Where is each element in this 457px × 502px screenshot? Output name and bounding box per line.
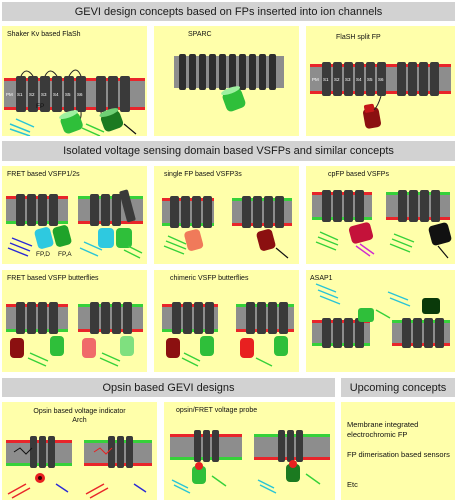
fp-acceptor-label: FP,A <box>58 251 72 258</box>
arch-diagram <box>6 436 152 499</box>
fp-label: FP <box>36 103 45 110</box>
sparc-diagram <box>174 54 284 112</box>
svg-text:S5: S5 <box>65 92 71 97</box>
panel-title: FlaSH split FP <box>336 34 381 41</box>
pm-label: PM <box>6 92 13 97</box>
upcoming-item: FP dimerisation based sensors <box>347 450 450 459</box>
emission-arrows <box>81 123 105 136</box>
svg-text:S6: S6 <box>378 77 384 82</box>
fp-barrel <box>221 86 246 112</box>
vsfp3-diagram <box>162 196 292 259</box>
section-banner-opsin: Opsin based GEVI designs <box>2 378 335 397</box>
panel-title: FRET based VSFP butterflies <box>7 275 99 282</box>
svg-text:PM: PM <box>312 77 319 82</box>
butterflies-diagram <box>6 302 143 367</box>
svg-text:S3: S3 <box>41 92 47 97</box>
upcoming-item: Etc <box>347 480 358 489</box>
panel-arch: Opsin based voltage indicator Arch <box>2 402 157 500</box>
svg-text:S4: S4 <box>356 77 362 82</box>
panel-title-line1: Opsin based voltage indicator <box>33 408 126 415</box>
panel-flash: Shaker Kv based FlaSh PM S1 S2 S3 S4 S5 S6 <box>2 26 147 136</box>
panel-title: chimeric VSFP butterflies <box>170 275 249 282</box>
opsin-fret-diagram <box>170 430 330 494</box>
panel-opsin-fret: opsin/FRET voltage probe <box>164 402 335 500</box>
panel-upcoming: Membrane integrated electrochromic FP FP… <box>341 402 455 500</box>
panel-title-line2: Arch <box>72 417 87 424</box>
split-fp-barrel <box>363 103 381 129</box>
fp-donor-label: FP,D <box>36 251 50 258</box>
svg-text:S3: S3 <box>345 77 351 82</box>
svg-text:S1: S1 <box>323 77 329 82</box>
helix-group <box>322 62 439 96</box>
helix-group <box>179 54 276 90</box>
flash-split-diagram: PM S1 S2 S3 S4 S5 S6 <box>310 62 451 129</box>
panel-vsfp12: FRET based VSFP1/2s FP,D FP,A <box>2 166 147 264</box>
fp-barrel-dark <box>99 108 124 132</box>
panel-title: ASAP1 <box>310 275 333 282</box>
segment-labels: PM S1 S2 S3 S4 S5 S6 <box>6 92 83 97</box>
panel-title: FRET based VSFP1/2s <box>7 171 80 178</box>
upcoming-item: Membrane integrated electrochromic FP <box>347 420 419 439</box>
panel-butterflies: FRET based VSFP butterflies <box>2 270 147 372</box>
panel-title: Shaker Kv based FlaSh <box>7 31 81 38</box>
panel-vsfp3: single FP based VSFP3s <box>154 166 299 264</box>
emission-arrow <box>123 123 137 135</box>
membrane-bottom-band <box>4 107 145 110</box>
panel-cpfp: cpFP based VSFPs <box>306 166 455 264</box>
svg-text:S6: S6 <box>77 92 83 97</box>
svg-text:S2: S2 <box>29 92 35 97</box>
asap1-diagram <box>312 283 450 348</box>
panel-chimeric: chimeric VSFP butterflies <box>154 270 299 372</box>
svg-text:S4: S4 <box>53 92 59 97</box>
chimeric-diagram <box>162 302 294 367</box>
membrane-top-band <box>4 78 145 81</box>
vsfp12-diagram <box>6 189 143 259</box>
panel-title: single FP based VSFP3s <box>164 171 242 178</box>
section-banner-fp-channels: GEVI design concepts based on FPs insert… <box>2 2 455 21</box>
panel-title: Opsin based voltage indicator Arch <box>2 407 157 425</box>
panel-sparc: SPARC <box>154 26 299 136</box>
section-banner-vsd: Isolated voltage sensing domain based VS… <box>2 141 455 161</box>
panel-title: cpFP based VSFPs <box>328 171 389 178</box>
svg-text:S1: S1 <box>17 92 23 97</box>
panel-flash-split: FlaSH split FP PM S1 S2 S3 S4 S5 S6 <box>306 26 455 136</box>
flash-diagram: PM S1 S2 S3 S4 S5 S6 <box>4 69 145 136</box>
fp-barrel <box>59 110 83 134</box>
excitation-arrows <box>9 118 35 136</box>
panel-title: opsin/FRET voltage probe <box>176 407 258 414</box>
panel-asap1: ASAP1 <box>306 270 455 372</box>
helix-group <box>16 76 130 112</box>
section-banner-upcoming: Upcoming concepts <box>341 378 455 397</box>
panel-title: SPARC <box>188 31 212 38</box>
cpfp-diagram <box>312 190 452 259</box>
svg-text:S2: S2 <box>334 77 340 82</box>
svg-text:S5: S5 <box>367 77 373 82</box>
